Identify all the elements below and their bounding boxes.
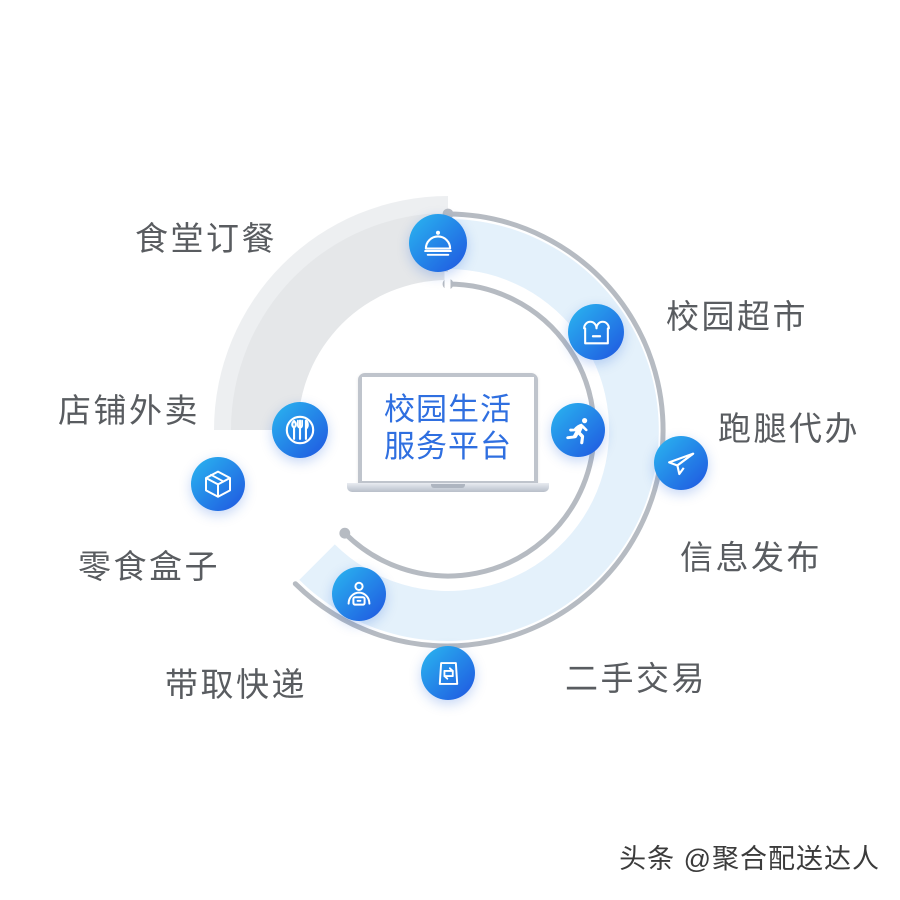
node-icon-canteen-ordering[interactable] (409, 214, 467, 272)
node-icon-package-pickup[interactable] (332, 567, 386, 621)
label-information-publishing: 信息发布 (680, 539, 822, 576)
node-icon-secondhand-trading[interactable] (421, 646, 475, 700)
label-campus-supermarket: 校园超市 (666, 298, 808, 335)
inner-arc-cap-dot-bottom (339, 527, 351, 539)
node-icon-information-publishing[interactable] (654, 436, 708, 490)
band-gap-marker (444, 272, 451, 310)
laptop-lid: 校园生活 服务平台 (358, 373, 538, 485)
label-secondhand-trading: 二手交易 (565, 660, 707, 697)
laptop-screen: 校园生活 服务平台 (362, 377, 534, 481)
label-package-pickup: 带取快递 (165, 666, 307, 703)
food-cloche-icon (424, 230, 452, 256)
cutlery-plate-icon (285, 415, 315, 445)
node-icon-snack-box[interactable] (191, 457, 245, 511)
label-canteen-ordering: 食堂订餐 (135, 220, 277, 257)
label-shop-takeout: 店铺外卖 (58, 392, 200, 429)
paper-plane-icon (668, 452, 695, 476)
watermark: 头条 @聚合配送达人 (619, 844, 880, 874)
center-laptop-device: 校园生活 服务平台 (347, 373, 549, 498)
storefront-icon (582, 320, 610, 344)
package-box-icon (205, 470, 231, 498)
document-exchange-icon (438, 661, 458, 685)
platform-title-line-1: 校园生活 (384, 392, 512, 428)
label-snack-box: 零食盒子 (78, 548, 220, 585)
running-person-icon (566, 418, 588, 445)
node-icon-errand-service[interactable] (551, 403, 605, 457)
label-errand-service: 跑腿代办 (718, 410, 860, 447)
node-icon-shop-takeout[interactable] (272, 402, 328, 458)
person-parcel-icon (347, 581, 371, 606)
platform-title-line-2: 服务平台 (384, 429, 512, 464)
laptop-base-notch (431, 484, 465, 488)
node-icon-campus-supermarket[interactable] (568, 304, 624, 360)
